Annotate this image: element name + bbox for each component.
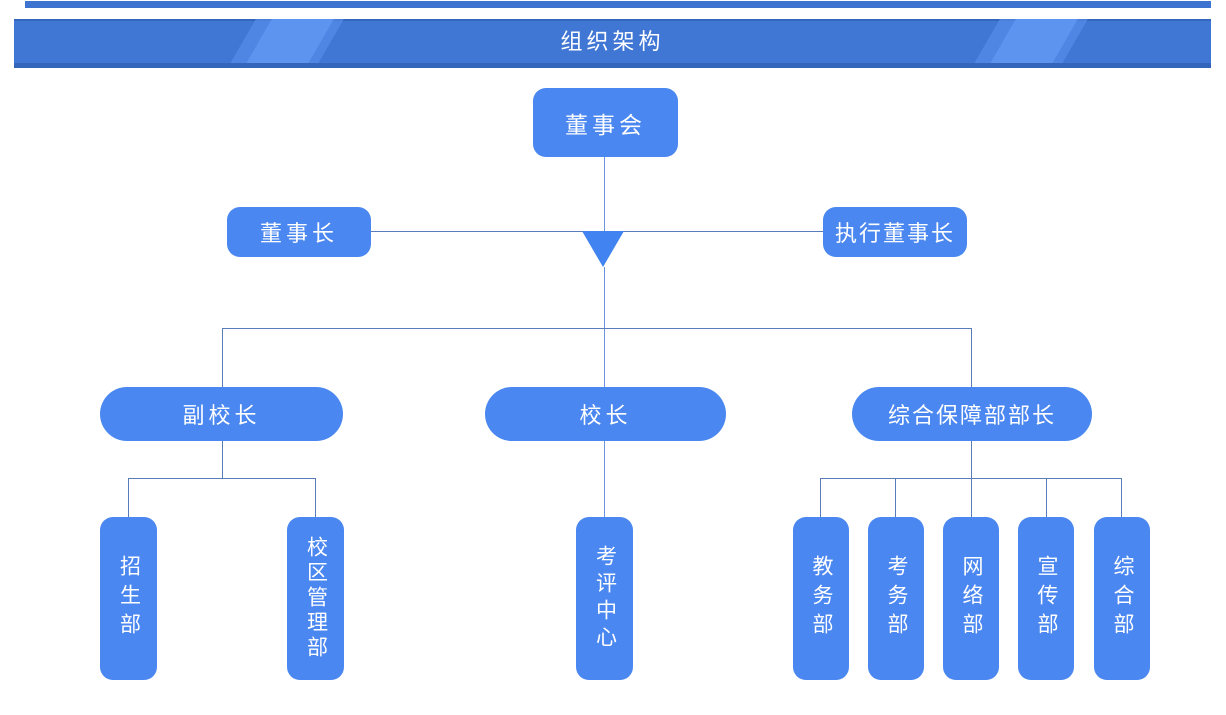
connector-support-head-down <box>971 441 972 478</box>
connector-drop-general <box>1121 478 1122 517</box>
connector-level3-horizontal <box>222 328 971 329</box>
node-academic-affairs-dept: 教务部 <box>793 517 849 680</box>
connector-vice-principal-horizontal <box>128 478 315 479</box>
node-publicity-dept: 宣传部 <box>1018 517 1074 680</box>
connector-drop-network <box>971 478 972 517</box>
header-banner: 组织架构 <box>14 19 1211 63</box>
node-chairman: 董事长 <box>227 207 371 257</box>
header-bottom-edge <box>14 63 1211 68</box>
connector-drop-publicity <box>1046 478 1047 517</box>
connector-support-horizontal <box>820 478 1121 479</box>
connector-board-down <box>604 157 605 231</box>
junction-triangle-icon <box>582 231 624 267</box>
connector-drop-vice-principal <box>222 328 223 387</box>
node-exam-affairs-dept: 考务部 <box>868 517 924 680</box>
header-top-accent-bar <box>25 1 1211 8</box>
connector-drop-campus-mgmt <box>315 478 316 517</box>
connector-drop-support-head <box>971 328 972 387</box>
node-evaluation-center: 考评中心 <box>576 517 633 680</box>
connector-drop-exam <box>895 478 896 517</box>
connector-principal-eval-center <box>604 441 605 517</box>
connector-drop-academic <box>820 478 821 517</box>
connector-vice-principal-down <box>222 441 223 478</box>
node-vice-principal: 副校长 <box>100 387 343 441</box>
connector-drop-admissions <box>128 478 129 517</box>
node-campus-mgmt-dept: 校区管理部 <box>287 517 344 680</box>
node-board: 董事会 <box>533 88 678 157</box>
page-title: 组织架构 <box>560 29 665 54</box>
node-general-affairs-dept: 综合部 <box>1094 517 1150 680</box>
node-principal: 校长 <box>485 387 726 441</box>
node-support-dept-head: 综合保障部部长 <box>852 387 1092 441</box>
connector-junction-principal <box>604 267 605 387</box>
node-network-dept: 网络部 <box>943 517 999 680</box>
node-exec-chairman: 执行董事长 <box>823 207 967 257</box>
node-admissions-dept: 招生部 <box>100 517 157 680</box>
